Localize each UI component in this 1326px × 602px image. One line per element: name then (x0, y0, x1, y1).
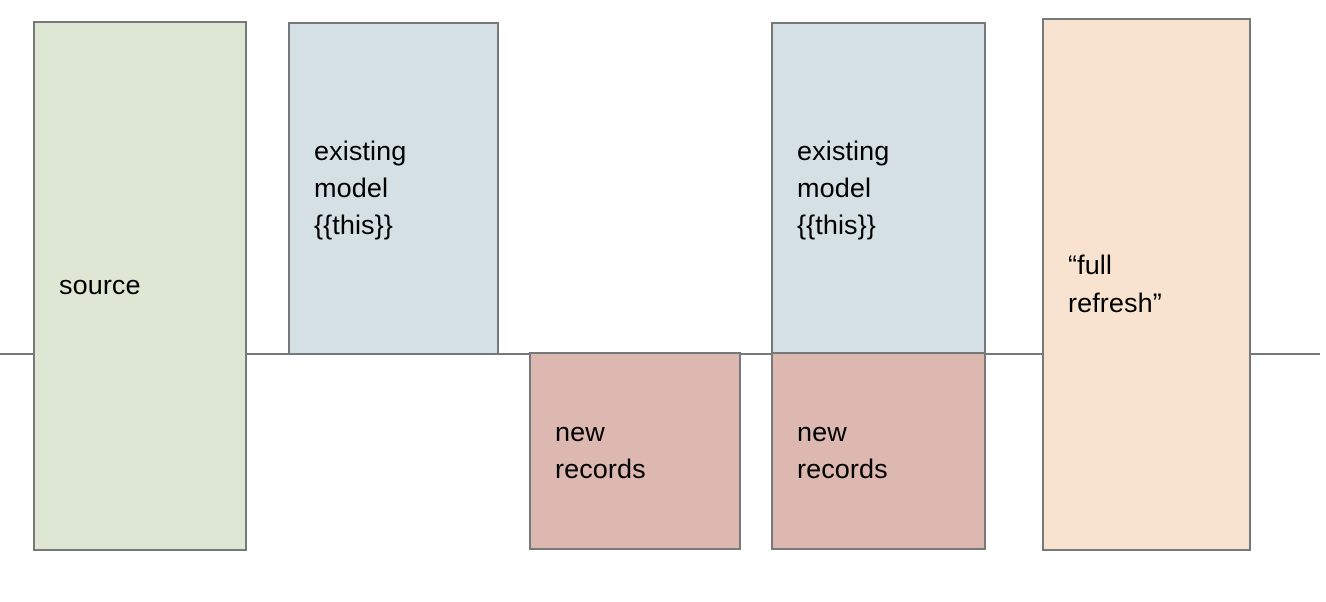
block-existing-model-2-label: existing model {{this}} (797, 135, 890, 241)
block-existing-model-2[interactable]: existing model {{this}} (771, 22, 986, 355)
block-full-refresh-label: “full refresh” (1068, 250, 1162, 318)
block-full-refresh[interactable]: “full refresh” (1042, 18, 1251, 551)
block-existing-model-1[interactable]: existing model {{this}} (288, 22, 499, 355)
block-new-records-2-label: new records (797, 416, 888, 484)
block-source-label: source (59, 270, 141, 301)
block-new-records-2[interactable]: new records (771, 352, 986, 550)
block-source[interactable]: source (33, 21, 247, 551)
block-new-records-1-label: new records (555, 416, 646, 484)
block-existing-model-1-label: existing model {{this}} (314, 135, 407, 241)
block-new-records-1[interactable]: new records (529, 352, 741, 550)
